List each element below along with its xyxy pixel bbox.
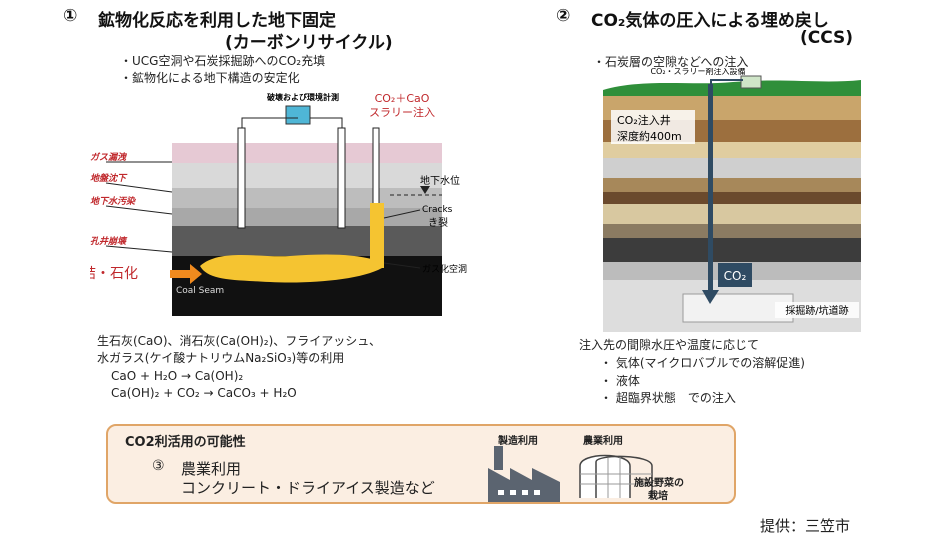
utilization-box (106, 424, 736, 504)
solidify-label: 固結・石化 (90, 266, 138, 282)
mined-label: 採掘跡/坑道跡 (785, 304, 848, 317)
ucg-cross-section-figure: 破壊および環境計測 CO₂＋CaO スラリー注入 ガス漏洩 地盤沈下 地下水汚染… (90, 92, 467, 316)
coal-seam-label: Coal Seam (176, 286, 224, 296)
conditions-intro: 注入先の間隙水圧や温度に応じて (579, 338, 760, 352)
injection-label-2: スラリー注入 (369, 105, 435, 119)
groundwater-label: 地下水位 (420, 174, 460, 187)
reaction-1: CaO + H₂O → Ca(OH)₂ (111, 369, 244, 383)
utilization-line1: 農業利用 (181, 460, 242, 478)
injection-label-1: CO₂＋CaO (375, 92, 430, 105)
greenhouse-label-2: 栽培 (648, 491, 668, 502)
hazard-borehole-collapse: 孔井崩壊 (90, 236, 128, 247)
well-label-2: 深度約400m (617, 129, 682, 143)
hazard-groundwater-pollution: 地下水汚染 (90, 196, 137, 207)
reaction-2: Ca(OH)₂ + CO₂ → CaCO₃ + H₂O (111, 386, 297, 400)
agri-label: 農業利用 (583, 436, 623, 447)
hazard-subsidence: 地盤沈下 (90, 173, 128, 184)
condition-liquid: ・ 液体 (600, 374, 640, 388)
hazard-gas-leak: ガス漏洩 (90, 152, 128, 163)
factory-label: 製造利用 (498, 436, 538, 447)
factory-icon (488, 446, 560, 502)
left-bullet-2: ・鉱物化による地下構造の安定化 (120, 71, 300, 85)
utilization-title: CO2利活用の可能性 (125, 435, 246, 450)
left-bullet-1: ・UCG空洞や石炭採掘跡へのCO₂充填 (120, 54, 326, 68)
condition-supercritical: ・ 超臨界状態 での注入 (600, 391, 736, 405)
facility-label: CO₂・スラリー剤注入設備 (650, 68, 745, 76)
materials-line2: 水ガラス(ケイ酸ナトリウムNa₂SiO₃)等の利用 (97, 351, 345, 365)
utilization-line2: コンクリート・ドライアイス製造など (181, 479, 435, 497)
right-bullet: ・石炭層の空隙などへの注入 (593, 55, 749, 69)
ccs-cross-section-figure: CO₂・スラリー剤注入設備 CO₂注入井 深度約400m CO₂ 採掘跡/坑道跡 (603, 68, 861, 332)
greenhouse-icon (579, 454, 653, 498)
left-title-line1: 鉱物化反応を利用した地下固定 (98, 11, 336, 31)
credit: 提供：三笠市 (760, 517, 851, 535)
co2-label: CO₂ (724, 269, 747, 283)
right-title-line2: (CCS) (800, 28, 854, 48)
right-title-line1: CO₂気体の圧入による埋め戻し (591, 11, 829, 31)
left-number: ① (63, 6, 78, 26)
materials-line1: 生石灰(CaO)、消石灰(Ca(OH)₂)、フライアッシュ、 (97, 334, 382, 348)
right-number: ② (556, 6, 571, 26)
greenhouse-label-1: 施設野菜の (634, 478, 684, 489)
condition-gas: ・ 気体(マイクロバブルでの溶解促進) (600, 356, 805, 370)
cavity-label: ガス化空洞 (422, 263, 467, 275)
monitor-label: 破壊および環境計測 (267, 92, 339, 102)
utilization-number: ③ (152, 458, 165, 474)
left-title-line2: (カーボンリサイクル) (225, 33, 393, 53)
cracks-label: Cracks (422, 205, 453, 215)
well-label-1: CO₂注入井 (617, 113, 671, 127)
cracks-jp-label: き裂 (428, 216, 448, 229)
